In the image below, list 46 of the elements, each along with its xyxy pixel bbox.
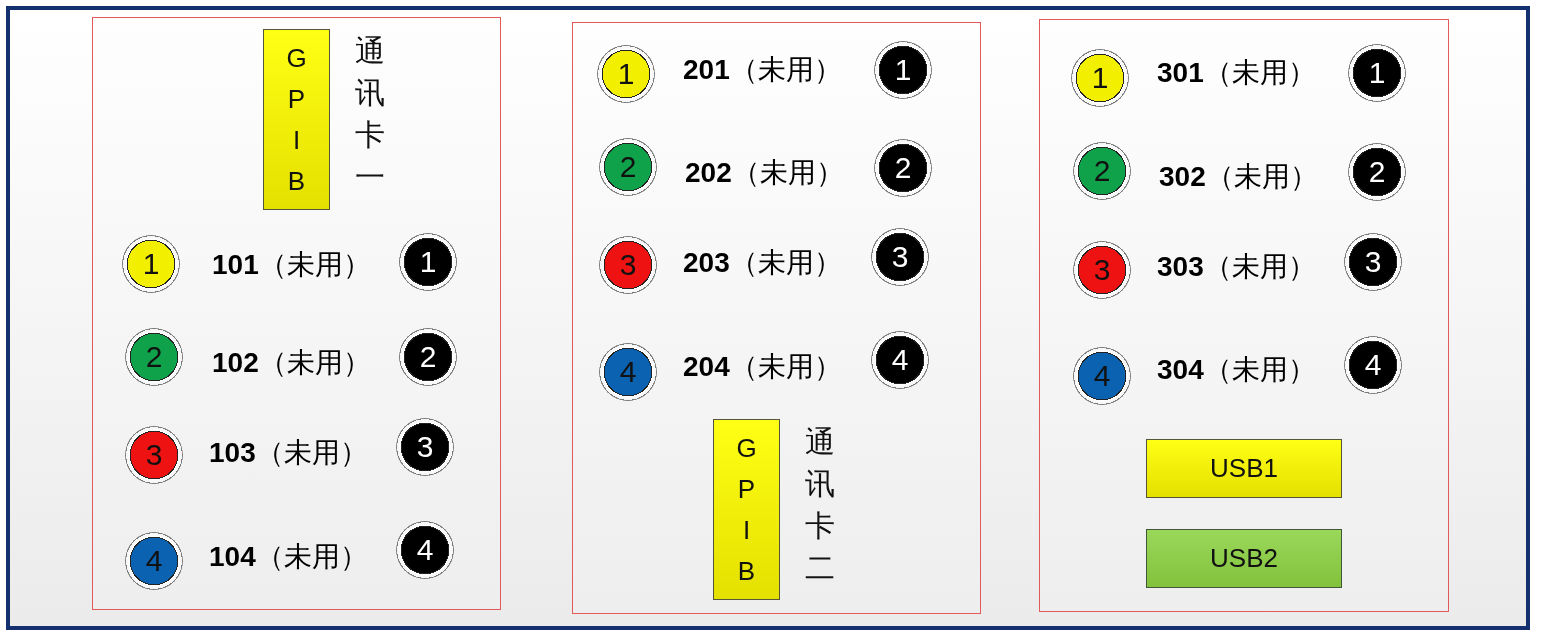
channel-label: 204（未用） <box>683 350 842 384</box>
channel-label: 301（未用） <box>1157 56 1316 90</box>
interface-box: GPIB <box>263 29 330 210</box>
numbered-circle: 3 <box>599 236 657 294</box>
channel-label: 101（未用） <box>212 248 371 282</box>
numbered-circle: 2 <box>599 138 657 196</box>
channel-label: 201（未用） <box>683 53 842 87</box>
channel-label: 303（未用） <box>1157 250 1316 284</box>
numbered-circle: 1 <box>1348 44 1406 102</box>
numbered-circle: 3 <box>396 418 454 476</box>
channel-label: 203（未用） <box>683 246 842 280</box>
numbered-circle: 1 <box>1071 49 1129 107</box>
channel-label: 304（未用） <box>1157 353 1316 387</box>
card-caption: 通讯卡一 <box>354 32 386 196</box>
panel-frame <box>6 6 1530 630</box>
card-caption: 通讯卡二 <box>804 423 836 587</box>
numbered-circle: 1 <box>597 45 655 103</box>
numbered-circle: 3 <box>1073 241 1131 299</box>
interface-box: GPIB <box>713 419 780 600</box>
channel-label: 104（未用） <box>209 540 368 574</box>
channel-label: 302（未用） <box>1159 160 1318 194</box>
interface-box: USB2 <box>1146 529 1342 588</box>
numbered-circle: 3 <box>1344 233 1402 291</box>
channel-label: 202（未用） <box>685 156 844 190</box>
numbered-circle: 4 <box>125 532 183 590</box>
numbered-circle: 2 <box>125 328 183 386</box>
module-panel <box>572 22 981 614</box>
numbered-circle: 1 <box>874 41 932 99</box>
numbered-circle: 4 <box>871 331 929 389</box>
numbered-circle: 4 <box>1073 347 1131 405</box>
numbered-circle: 4 <box>599 343 657 401</box>
numbered-circle: 4 <box>1344 336 1402 394</box>
numbered-circle: 4 <box>396 521 454 579</box>
numbered-circle: 2 <box>874 139 932 197</box>
numbered-circle: 2 <box>399 328 457 386</box>
numbered-circle: 1 <box>399 233 457 291</box>
numbered-circle: 1 <box>122 235 180 293</box>
numbered-circle: 2 <box>1348 143 1406 201</box>
interface-box: USB1 <box>1146 439 1342 498</box>
numbered-circle: 2 <box>1073 142 1131 200</box>
channel-label: 103（未用） <box>209 436 368 470</box>
numbered-circle: 3 <box>125 426 183 484</box>
module-panel <box>1039 19 1449 612</box>
module-panel <box>92 17 501 610</box>
channel-label: 102（未用） <box>212 346 371 380</box>
numbered-circle: 3 <box>871 228 929 286</box>
